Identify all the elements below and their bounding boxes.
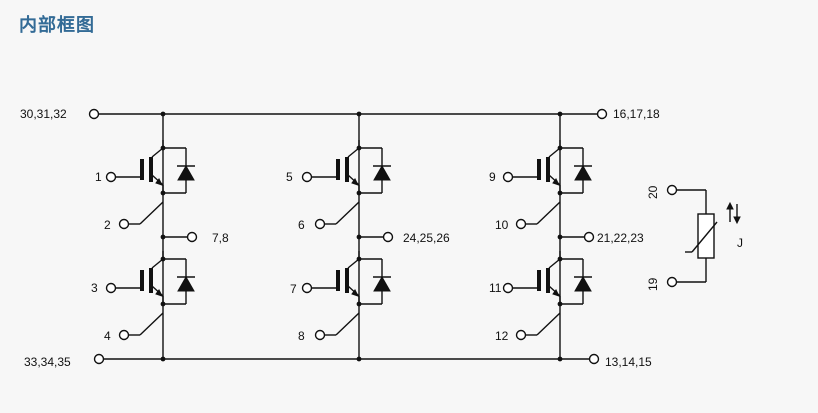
output-label: 24,25,26: [403, 231, 450, 245]
phase-leg-2: 5 6 24,25,26 7 8: [286, 111, 450, 362]
terminal-pin: [88, 108, 100, 120]
igbt-upper: [140, 138, 197, 198]
gate-label: 7: [290, 282, 297, 296]
page-title: 内部框图: [19, 15, 95, 36]
bus-label-top-left: 30,31,32: [20, 107, 67, 121]
gate-label: 1: [95, 170, 102, 184]
thermistor-label: J: [737, 236, 743, 250]
phase-leg-1: 1 2 7,8 3 4: [91, 111, 229, 362]
igbt-lower: [537, 249, 594, 309]
output-label: 21,22,23: [597, 231, 644, 245]
emitter-label: 6: [298, 218, 305, 232]
pin-label-20: 20: [646, 185, 660, 199]
gate-label: 11: [489, 281, 502, 295]
gate-label: 5: [286, 170, 293, 184]
terminal-pin: [93, 353, 105, 365]
phase-leg-3: 9 10 21,22,23 11 12: [489, 111, 644, 362]
negative-bus: 33,34,35 13,14,15: [24, 353, 652, 369]
pin-label-19: 19: [646, 277, 660, 291]
emitter-label: 8: [298, 329, 305, 343]
emitter-label: 4: [104, 329, 111, 343]
igbt-upper: [336, 138, 393, 198]
terminal-pin: [588, 353, 600, 365]
terminal-pin: [596, 108, 608, 120]
igbt-upper: [537, 138, 594, 198]
thermistor: 20 19 J: [646, 184, 743, 291]
emitter-label: 12: [495, 329, 509, 343]
positive-bus: 30,31,32 16,17,18: [20, 107, 660, 121]
bus-label-top-right: 16,17,18: [613, 107, 660, 121]
emitter-label: 2: [104, 218, 111, 232]
gate-label: 3: [91, 281, 98, 295]
igbt-lower: [140, 249, 197, 309]
output-label: 7,8: [212, 231, 229, 245]
bus-label-bottom-right: 13,14,15: [605, 355, 652, 369]
emitter-label: 10: [495, 218, 509, 232]
bus-label-bottom-left: 33,34,35: [24, 355, 71, 369]
gate-label: 9: [489, 170, 496, 184]
igbt-lower: [336, 249, 393, 309]
